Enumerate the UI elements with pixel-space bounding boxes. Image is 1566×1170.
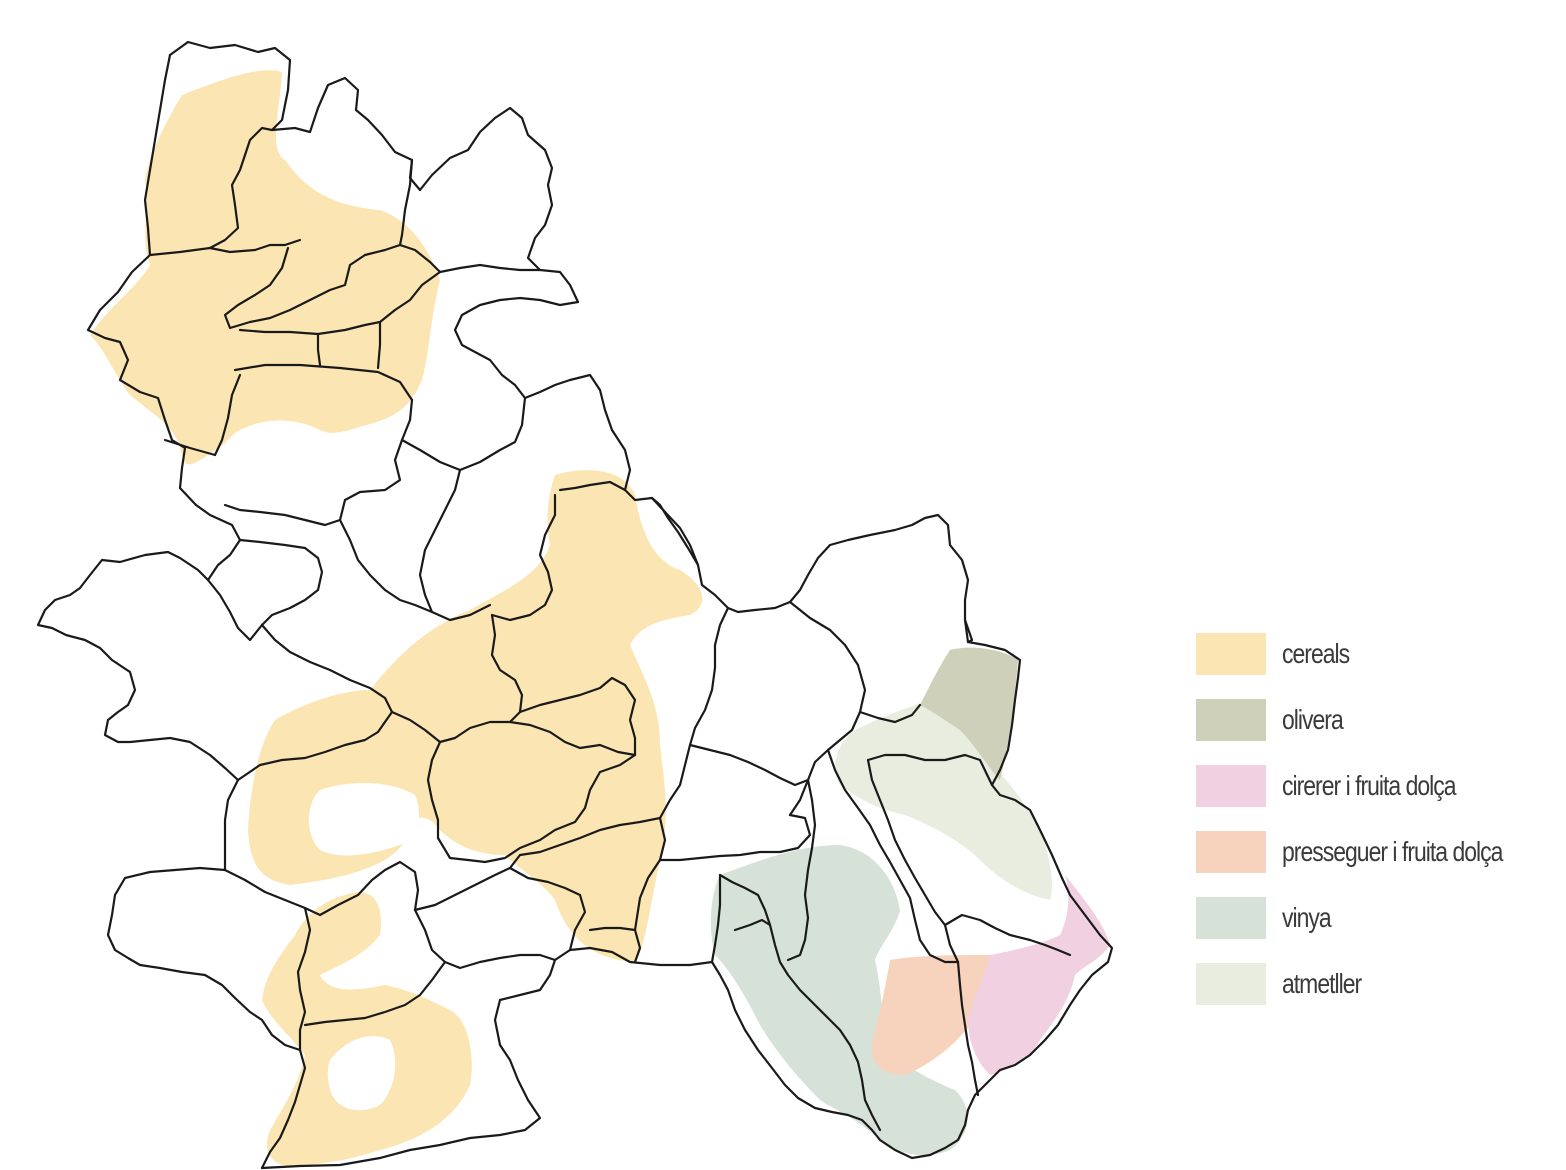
legend-swatch-vinya [1196,897,1266,939]
cereals-hole [327,1036,396,1111]
boundary-interior [826,748,960,964]
olivera-zone [920,647,1018,780]
boundary-interior [490,613,524,724]
cereals-hole [308,783,420,856]
legend-swatch-olivera [1196,699,1266,741]
legend-label-olivera: olivera [1282,704,1344,735]
boundary-interior [788,600,867,817]
boundary-interior [238,270,442,336]
boundary-interior [233,363,414,402]
legend-label-presseguer: presseguer i fruita dolça [1282,836,1503,867]
boundary-interior [518,676,637,757]
legend-swatch-cereals [1196,633,1266,675]
boundary-interior [718,873,882,1132]
boundary-interior [508,816,662,952]
boundary-interior [148,246,212,257]
boundary-interior [943,913,1072,957]
boundary-interior [658,606,730,820]
boundary-interior [418,468,492,622]
legend-swatch-presseguer [1196,831,1266,873]
boundary-interior [316,332,322,367]
boundary-interior [376,320,382,370]
boundary-interior [558,480,627,492]
boundary-interior [413,866,512,912]
cirerer-zone [968,875,1110,1075]
boundary-interior [208,238,302,254]
boundary-interior [206,578,264,642]
boundary-interior [303,960,447,1027]
cereals-zones [90,70,703,1166]
map-legend: cereals olivera cirerer i fruita dolça p… [1196,632,1562,1028]
outline-east [650,496,1064,880]
atmetller-zone [835,700,1052,900]
boundary-interior [858,703,922,724]
boundary-interior [413,908,557,970]
cereals-zone-south [262,891,472,1166]
boundary-interior [866,753,994,787]
boundary-interior [490,493,557,622]
outline-south [260,946,714,1170]
boundary-interior [733,918,772,932]
legend-label-atmetller: atmetller [1282,968,1362,999]
boundary-interior [710,873,722,964]
boundary-interior [786,778,817,962]
boundary-interior [650,496,700,567]
legend-swatch-atmetller [1196,963,1266,1005]
vinya-zone [710,845,968,1156]
legend-item-atmetller: atmetller [1196,962,1562,1006]
legend-item-olivera: olivera [1196,698,1562,742]
boundary-interior [866,758,960,964]
outline-southwest [106,866,307,1170]
boundary-interior [426,740,442,840]
cereals-hole [223,420,392,475]
boundary-interior [223,398,414,527]
boundary-interior [963,618,974,644]
boundary-interior [390,710,637,757]
outline-west [36,53,242,782]
boundary-interior [223,243,442,330]
boundary-interior [223,860,420,917]
boundary-interior [398,158,414,247]
legend-label-cirerer: cirerer i fruita dolça [1282,770,1457,801]
boundary-interior [296,906,312,1052]
boundary-interior [223,778,240,872]
boundary-interior [453,296,654,502]
legend-swatch-cirerer [1196,765,1266,807]
boundary-interior [633,816,667,932]
boundary-interior [658,813,812,862]
boundary-interior [236,710,394,782]
legend-item-vinya: vinya [1196,896,1562,940]
legend-item-cereals: cereals [1196,632,1562,676]
cereals-zone-north [90,70,440,465]
boundary-interior [238,538,324,627]
outline-southeast [710,876,1114,1160]
boundary-interior [688,743,810,787]
boundary-interior [213,373,242,457]
boundary-interior [436,753,637,864]
boundary-interior [163,438,217,457]
boundary-interior [260,623,394,714]
municipal-boundaries [36,40,1114,1170]
boundary-interior [588,926,642,964]
east-crop-zones [710,647,1110,1156]
legend-label-vinya: vinya [1282,902,1332,933]
boundary-interior [208,126,274,250]
boundary-interior [438,263,542,274]
legend-label-cereals: cereals [1282,638,1350,669]
boundary-interior [956,960,980,1097]
legend-item-presseguer: presseguer i fruita dolça [1196,830,1562,874]
legend-item-cirerer: cirerer i fruita dolça [1196,764,1562,808]
cereals-zone-center [248,470,703,962]
boundary-interior [338,518,434,614]
boundary-interior [400,396,527,472]
